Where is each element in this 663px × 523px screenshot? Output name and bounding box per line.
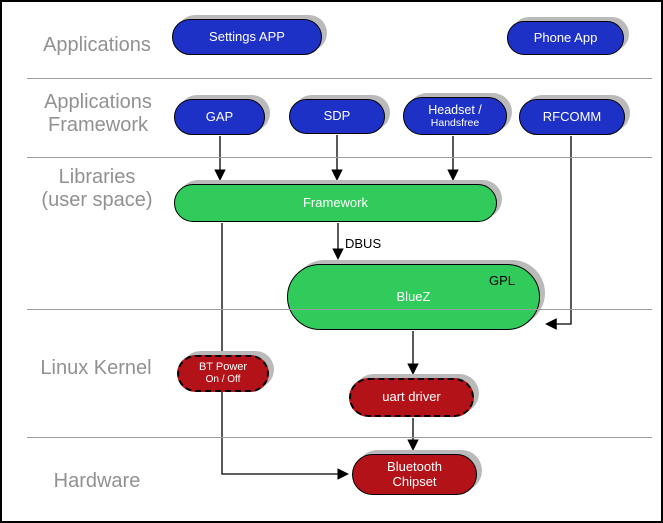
node-label: BlueZ <box>396 288 431 304</box>
node-label: uart driver <box>382 389 441 405</box>
node-label: Handsfree <box>430 117 480 130</box>
node-label: GAP <box>205 108 234 124</box>
layer-label-line: Applications <box>44 91 152 113</box>
node-bt-power: BT Power On / Off <box>177 355 269 392</box>
node-label: BT Power <box>198 361 248 374</box>
gpl-badge: GPL <box>488 273 515 288</box>
edge-rfcomm-bluez <box>545 136 572 330</box>
node-uart-driver: uart driver <box>349 378 474 417</box>
layer-divider-1 <box>27 78 652 79</box>
node-bluetooth-chipset: Bluetooth Chipset <box>352 454 477 495</box>
node-headset-handsfree: Headset / Handsfree <box>403 97 507 135</box>
layer-label-linux-kernel: Linux Kernel <box>20 357 172 380</box>
node-label: Bluetooth <box>387 458 442 474</box>
node-phone-app: Phone App <box>507 21 624 55</box>
layer-label-line: Hardware <box>53 470 141 492</box>
node-label: Chipset <box>392 473 437 489</box>
layer-label-applications: Applications <box>22 34 172 57</box>
edge-framework-btpower-chipset <box>221 223 349 480</box>
layer-label-line: Framework <box>47 114 148 136</box>
layer-label-line: Applications <box>43 34 151 56</box>
node-framework: Framework <box>174 184 497 222</box>
node-label: Headset / <box>428 102 482 117</box>
layer-label-applications-framework: Applications Framework <box>22 91 174 137</box>
edge-label-dbus: DBUS <box>345 236 382 251</box>
node-rfcomm: RFCOMM <box>519 99 625 135</box>
node-label: Settings APP <box>209 28 285 44</box>
layer-label-libraries-user-space: Libraries (user space) <box>17 166 177 212</box>
layer-label-hardware: Hardware <box>22 470 172 493</box>
layer-label-line: Libraries <box>58 166 136 188</box>
node-bluez: GPL BlueZ <box>287 264 540 330</box>
layer-divider-3 <box>27 309 652 310</box>
node-label: RFCOMM <box>542 108 602 124</box>
node-label: On / Off <box>205 374 241 386</box>
node-label: SDP <box>323 108 351 124</box>
node-label: Framework <box>302 194 368 210</box>
layer-label-line: Linux Kernel <box>40 357 152 379</box>
node-gap: GAP <box>174 99 265 135</box>
node-settings-app: Settings APP <box>172 19 322 55</box>
layer-divider-2 <box>27 157 652 158</box>
node-label: Phone App <box>533 29 598 45</box>
layer-label-line: (user space) <box>41 189 153 211</box>
node-sdp: SDP <box>289 99 385 134</box>
layer-divider-4 <box>27 437 652 438</box>
